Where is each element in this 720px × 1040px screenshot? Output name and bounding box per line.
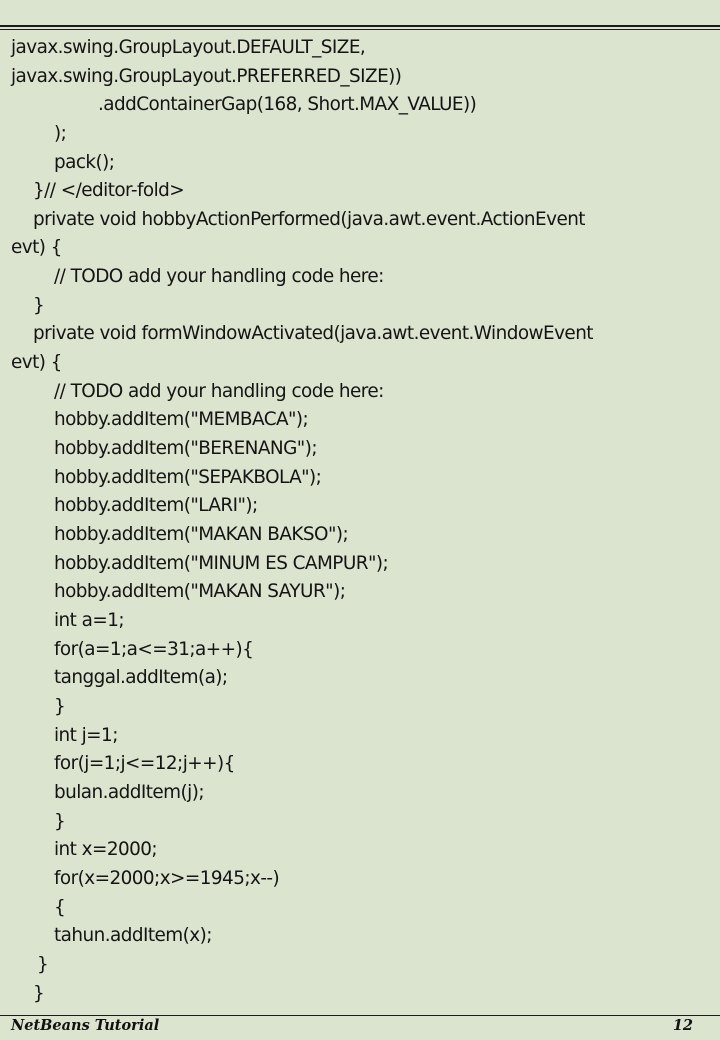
code-line: hobby.addItem("MEMBACA"); — [54, 409, 309, 430]
code-line: { — [54, 897, 66, 918]
code-line: }// </editor-fold> — [33, 180, 185, 201]
code-line: for(x=2000;x>=1945;x--) — [54, 868, 280, 889]
code-line: for(a=1;a<=31;a++){ — [54, 639, 254, 660]
code-line: evt) { — [11, 237, 62, 258]
code-line: pack(); — [54, 152, 115, 173]
code-line: int x=2000; — [54, 839, 158, 860]
code-line: hobby.addItem("MAKAN BAKSO"); — [54, 524, 349, 545]
code-line: int j=1; — [54, 725, 118, 746]
code-line: int a=1; — [54, 610, 125, 631]
code-line: hobby.addItem("LARI"); — [54, 495, 258, 516]
code-line: } — [37, 954, 49, 975]
code-line: for(j=1;j<=12;j++){ — [54, 753, 235, 774]
footer-title: NetBeans Tutorial — [11, 1017, 160, 1034]
code-line: private void formWindowActivated(java.aw… — [33, 323, 594, 344]
footer-rule — [0, 1015, 720, 1016]
code-line: hobby.addItem("BERENANG"); — [54, 438, 318, 459]
code-line: bulan.addItem(j); — [54, 782, 205, 803]
code-line: .addContainerGap(168, Short.MAX_VALUE)) — [98, 94, 477, 115]
code-line: private void hobbyActionPerformed(java.a… — [33, 209, 586, 230]
top-rule-thin — [0, 29, 720, 30]
code-line: } — [33, 295, 45, 316]
code-line: } — [54, 696, 66, 717]
code-line: javax.swing.GroupLayout.DEFAULT_SIZE, — [11, 37, 366, 58]
code-line: // TODO add your handling code here: — [54, 381, 384, 402]
top-rule — [0, 25, 720, 27]
page-number: 12 — [672, 1017, 693, 1034]
code-line: } — [33, 983, 45, 1004]
code-line: hobby.addItem("MINUM ES CAMPUR"); — [54, 553, 389, 574]
code-line: tahun.addItem(x); — [54, 925, 212, 946]
code-line: javax.swing.GroupLayout.PREFERRED_SIZE)) — [11, 66, 402, 87]
code-line: } — [54, 811, 66, 832]
code-line: hobby.addItem("MAKAN SAYUR"); — [54, 581, 346, 602]
code-line: hobby.addItem("SEPAKBOLA"); — [54, 467, 322, 488]
code-line: evt) { — [11, 352, 62, 373]
code-line: // TODO add your handling code here: — [54, 266, 384, 287]
code-line: tanggal.addItem(a); — [54, 667, 228, 688]
code-line: ); — [54, 123, 67, 144]
